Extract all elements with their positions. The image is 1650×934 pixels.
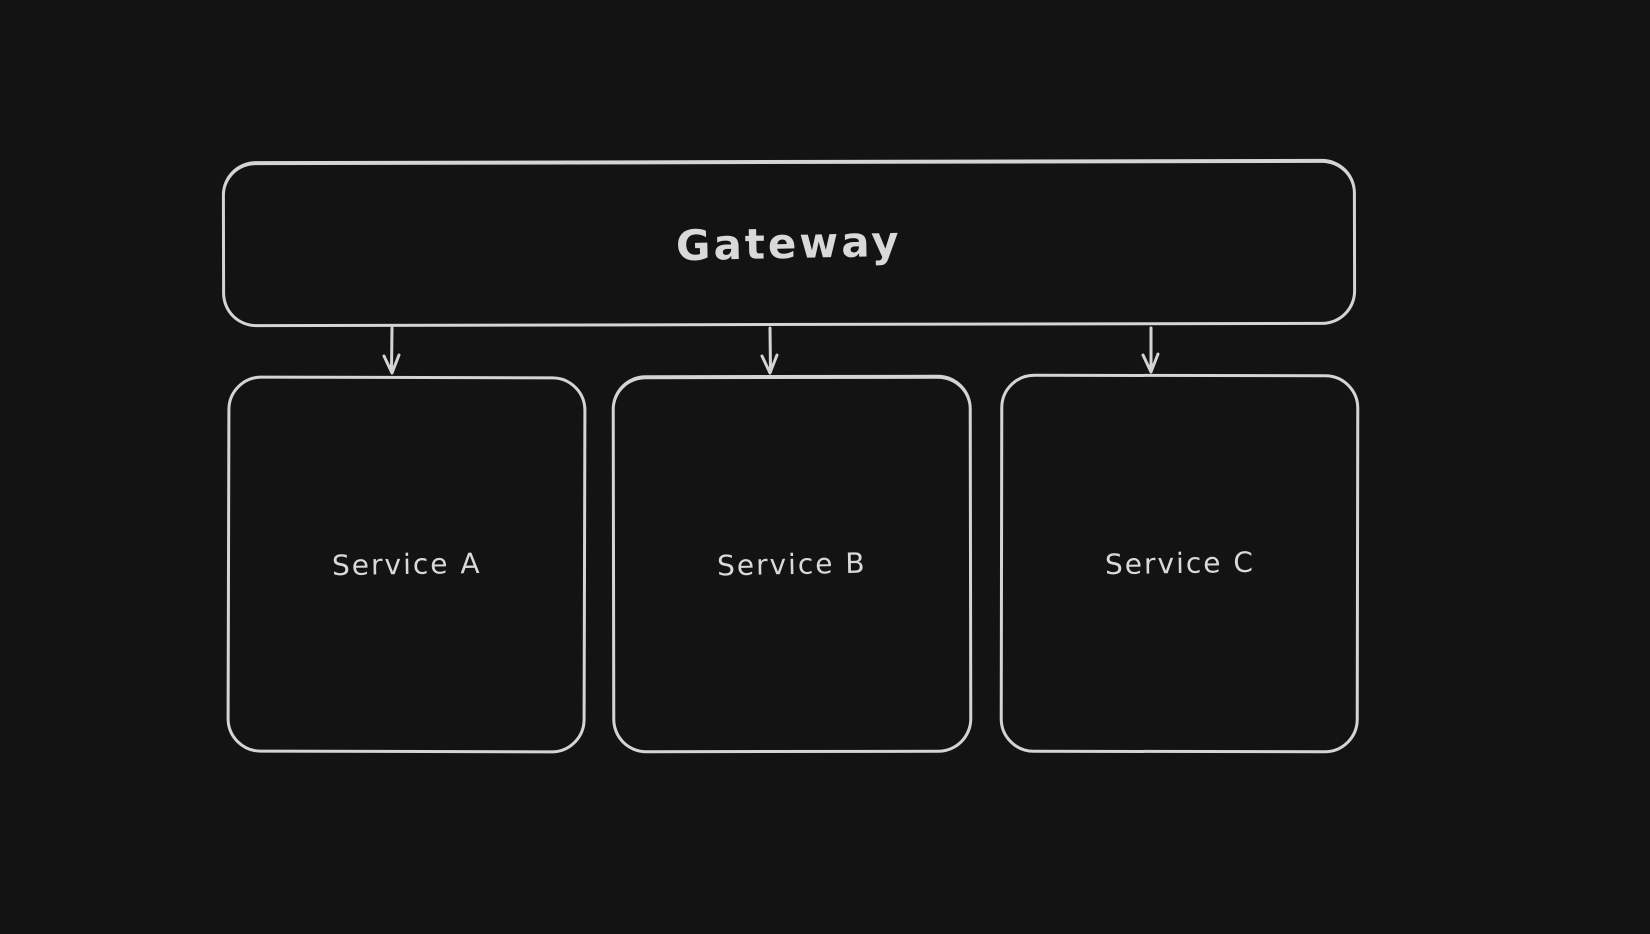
node-gateway[interactable]: Gateway	[221, 158, 1357, 328]
node-service-a-label: Service A	[331, 546, 482, 583]
node-service-b[interactable]: Service B	[611, 374, 973, 754]
node-service-a[interactable]: Service A	[226, 375, 587, 754]
arrow-gateway-to-service-a	[382, 326, 401, 375]
node-service-c-label: Service C	[1104, 545, 1255, 582]
node-gateway-label: Gateway	[675, 216, 903, 271]
node-service-c[interactable]: Service C	[999, 373, 1360, 754]
node-service-b-label: Service B	[716, 546, 868, 583]
arrow-gateway-to-service-c	[1141, 326, 1160, 374]
arrow-gateway-to-service-b	[760, 326, 779, 375]
